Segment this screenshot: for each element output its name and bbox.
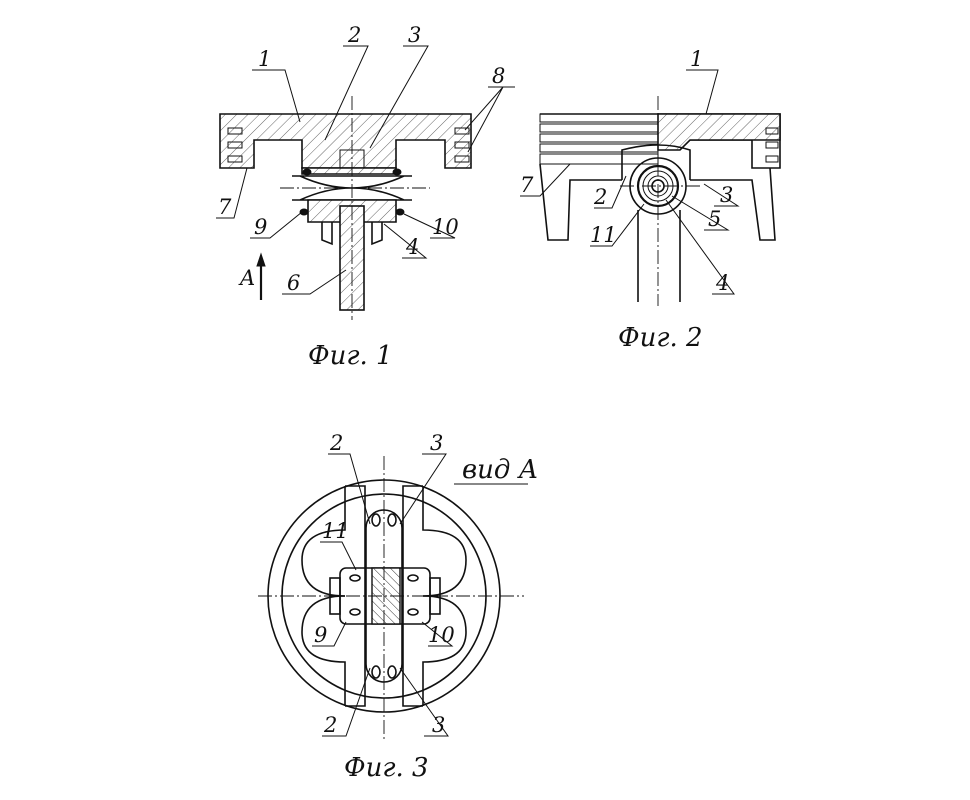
ring-10 — [395, 208, 405, 216]
seal-right-top — [392, 168, 402, 176]
label-11-fig3: 11 — [322, 519, 349, 543]
slot-mark-2 — [387, 513, 397, 527]
slot-mark-4 — [387, 665, 397, 679]
skirt-2 — [539, 163, 776, 241]
label-9-fig1: 9 — [254, 215, 267, 239]
oil-hole-4 — [407, 608, 419, 616]
boss-right-lower — [422, 595, 467, 706]
bosses-2-3 — [301, 167, 397, 175]
caption-fig3: Фиг. 3 — [344, 753, 429, 783]
crown-hatched-2 — [657, 113, 781, 151]
caption-fig1: Фиг. 1 — [308, 341, 393, 371]
rod-2 — [637, 210, 681, 302]
oil-hole-3 — [349, 608, 361, 616]
label-2-fig3-bottom: 2 — [323, 713, 337, 737]
figure-2: 1 7 2 3 11 5 4 Фиг. 2 — [520, 47, 781, 353]
label-2-fig2: 2 — [593, 185, 607, 209]
ring-9 — [299, 208, 309, 216]
label-8-fig1: 8 — [492, 64, 505, 88]
label-10-fig1: 10 — [432, 215, 459, 239]
oil-hole-1 — [349, 574, 361, 582]
label-10-fig3: 10 — [428, 623, 455, 647]
ring-grooves-right — [765, 127, 779, 163]
label-1-fig1: 1 — [258, 47, 271, 71]
label-11-fig2: 11 — [590, 223, 617, 247]
label-2-fig1: 2 — [347, 23, 361, 47]
boss-left-upper — [301, 486, 346, 597]
boss-left-lower — [301, 595, 346, 706]
label-6-fig1: 6 — [287, 271, 300, 295]
view-a-label: вид А — [462, 455, 538, 485]
caption-fig2: Фиг. 2 — [618, 323, 703, 353]
label-4-fig2: 4 — [715, 271, 729, 295]
label-3-fig3-top: 3 — [430, 431, 443, 455]
label-3-fig2: 3 — [720, 183, 733, 207]
label-7-fig1: 7 — [218, 195, 232, 219]
boss-right-upper — [422, 486, 467, 597]
piston-crown-1 — [219, 113, 472, 169]
label-3-fig3-bottom: 3 — [432, 713, 445, 737]
ring-grooves — [227, 127, 470, 163]
label-9-fig3: 9 — [314, 623, 327, 647]
figure-3: 2 3 вид А 11 9 10 2 3 Фиг. 3 — [258, 431, 538, 783]
ring-stack-2 — [539, 113, 659, 165]
label-1-fig2: 1 — [690, 47, 703, 71]
slot-mark-3 — [371, 665, 381, 679]
label-5-fig2: 5 — [708, 207, 721, 231]
slot-mark-1 — [371, 513, 381, 527]
label-7-fig2: 7 — [520, 173, 534, 197]
label-4-fig1: 4 — [405, 235, 419, 259]
seal-left-top — [302, 168, 312, 176]
oil-hole-2 — [407, 574, 419, 582]
label-2-fig3-top: 2 — [329, 431, 343, 455]
label-3-fig1: 3 — [408, 23, 421, 47]
view-arrow-label: A — [238, 266, 255, 290]
figure-1: A 1 2 3 8 7 9 10 4 6 Фиг. 1 — [216, 23, 515, 371]
rod-head — [321, 222, 383, 246]
